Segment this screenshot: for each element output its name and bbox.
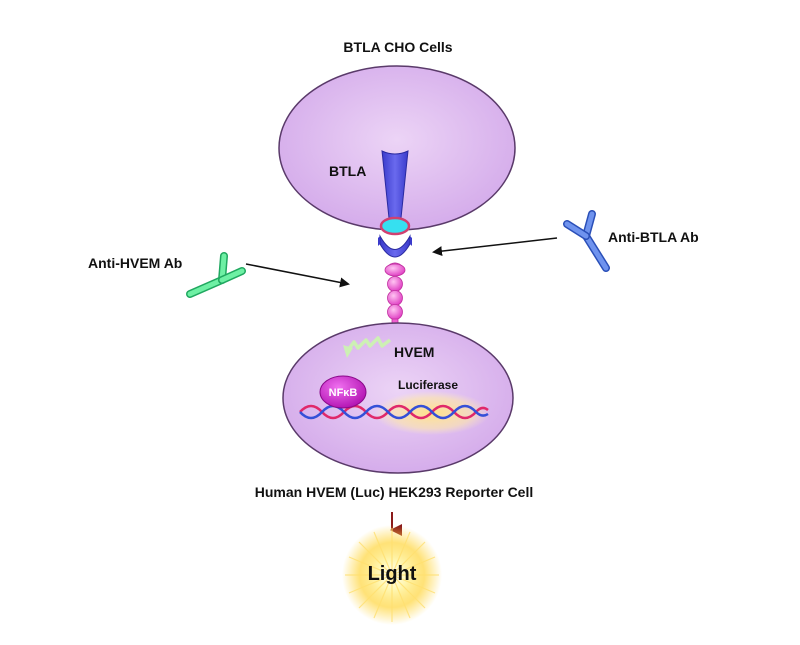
bottom-cell-title: Human HVEM (Luc) HEK293 Reporter Cell [255, 484, 534, 500]
anti-hvem-antibody-icon [186, 252, 246, 298]
btla-label: BTLA [329, 163, 366, 179]
signal-arrow-icon [343, 336, 392, 358]
anti-btla-label: Anti-BTLA Ab [608, 229, 699, 245]
anti-hvem-arrow [245, 263, 350, 288]
anti-btla-arrow [432, 237, 558, 257]
top-cell-title: BTLA CHO Cells [343, 39, 452, 55]
btla-receptor [378, 150, 412, 258]
hvem-label: HVEM [394, 344, 434, 360]
light-label: Light [368, 563, 417, 585]
btla-membrane-ring [379, 216, 411, 236]
nfkb-factor [319, 375, 367, 409]
nfkb-label: NFκB [329, 387, 358, 399]
light-burst-icon [342, 525, 442, 625]
anti-btla-antibody-icon [563, 210, 610, 272]
anti-hvem-label: Anti-HVEM Ab [88, 255, 182, 271]
luciferase-label: Luciferase [398, 378, 458, 392]
